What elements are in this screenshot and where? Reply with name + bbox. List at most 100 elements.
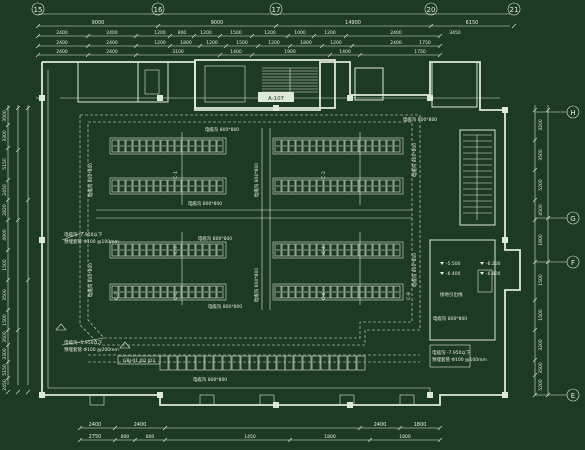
top-dim-r3-5: 1500 (236, 40, 248, 46)
axis-label-16: 16 (154, 6, 163, 14)
cabinet-unit (365, 243, 373, 257)
cabinet-unit (174, 179, 182, 193)
cabinet-unit (174, 285, 182, 299)
top-dim-r2-3: 800 (178, 30, 187, 36)
trench-label-row3: 电缆沟 800*800 (198, 235, 232, 242)
cabinet-row-2-right (272, 177, 404, 195)
cabinet-unit (302, 285, 310, 299)
top-dim-r4-2: 3100 (172, 49, 184, 55)
cabinet-unit (393, 179, 401, 193)
cabinet-unit (167, 139, 175, 153)
room-right-stair (459, 129, 496, 226)
cabinet-unit (386, 139, 394, 153)
cabinet-unit (132, 285, 140, 299)
cabinet-unit (132, 139, 140, 153)
trench-label-left-vert2: 电缆沟 800*800 (87, 263, 94, 297)
cabinet-unit (330, 179, 338, 193)
top-dim-r3-0: 2400 (56, 40, 68, 46)
axis-label-21: 21 (510, 6, 519, 14)
cabinet-unit (288, 139, 296, 153)
cabinet-unit (209, 179, 217, 193)
cabinet-tag-c2: C-2 (321, 171, 327, 179)
cabinet-unit (202, 179, 210, 193)
right-dim-label: 3200 (538, 339, 544, 351)
cabinet-unit (209, 243, 217, 257)
trench-label-right-vert: 电缆沟 800*800 (411, 143, 418, 177)
bottom-panel-unit (356, 355, 366, 371)
cabinet-unit (330, 243, 338, 257)
cabinet-unit (274, 243, 282, 257)
right-dim-label: 3500 (538, 149, 544, 161)
cabinet-tag-c1: C-1 (173, 171, 179, 179)
left-dim-label: 3300 (2, 348, 8, 360)
cabinet-unit (111, 179, 119, 193)
note-left2b: 预埋套管 Φ100 @200mm (64, 346, 119, 353)
cabinet-unit (323, 285, 331, 299)
trench-label-left-vert: 电缆沟 800*800 (87, 163, 94, 197)
axis-label-H: H (570, 109, 575, 117)
trench-label-mid-vert2: 电缆沟 800*800 (253, 268, 260, 302)
trench-labels: 电缆沟 800*800 电缆沟 800*800 电缆沟 800*800 电缆沟 … (87, 116, 467, 383)
note-left1b: 预埋套管 Φ100 @100mm (64, 238, 119, 245)
cabinet-unit (216, 285, 224, 299)
cabinet-tag-c8: C-8 (406, 292, 412, 300)
cabinet-unit (174, 243, 182, 257)
room-top-right2 (431, 61, 478, 108)
cabinet-unit (139, 139, 147, 153)
cabinet-unit (160, 179, 168, 193)
cabinet-unit (316, 179, 324, 193)
cabinet-unit (132, 179, 140, 193)
cabinet-unit (372, 179, 380, 193)
cabinet-unit (125, 243, 133, 257)
top-dimension-block: 15 16 17 20 21 9000 9000 14900 6150 2400… (31, 2, 521, 58)
cabinet-unit (379, 243, 387, 257)
top-dim-r2-2: 1200 (154, 30, 166, 36)
cabinet-unit (195, 139, 203, 153)
bottom-dim-r2-5: 1800 (399, 434, 411, 440)
cabinet-row-4-left (109, 283, 227, 301)
top-dim-r2-4: 1200 (200, 30, 212, 36)
cabinet-unit (351, 179, 359, 193)
cabinet-unit (288, 243, 296, 257)
cabinet-unit (309, 243, 317, 257)
cabinet-unit (337, 139, 345, 153)
top-dim-r4-1: 2400 (106, 49, 118, 55)
right-wing (429, 129, 496, 368)
level-mark-2: -6.400 (446, 271, 461, 277)
room-stair-core (194, 59, 336, 109)
cabinet-unit (372, 139, 380, 153)
column (273, 105, 279, 111)
note-right1b: 预埋套管 Φ100 @100mm (432, 356, 487, 363)
left-dim-label: 2450 (2, 379, 8, 391)
axis-bubble-21 (507, 2, 521, 16)
cabinet-unit (153, 139, 161, 153)
cabinet-unit (323, 243, 331, 257)
cabinet-unit (351, 285, 359, 299)
cabinet-unit (174, 139, 182, 153)
top-dim-r4-5: 1400 (339, 49, 351, 55)
right-dim-label: 3500 (538, 362, 544, 374)
bottom-panel-unit (222, 355, 232, 371)
cabinet-unit (202, 139, 210, 153)
axis-label-17: 17 (272, 6, 281, 14)
left-dim-label: 1500 (2, 314, 8, 326)
bottom-panel-unit (311, 355, 321, 371)
left-dim-label: 2450 (2, 184, 8, 196)
room-tag-box (258, 92, 294, 102)
cabinet-unit (337, 285, 345, 299)
cabinet-unit (393, 139, 401, 153)
left-dim-label: 5150 (2, 158, 8, 170)
column (157, 95, 163, 101)
bottom-dim-r2-4: 1800 (324, 434, 336, 440)
right-dimension-block: H G F E 32003500520045001800150015003200… (532, 105, 580, 402)
bottom-panel-unit (329, 355, 339, 371)
cabinet-unit (153, 285, 161, 299)
cabinet-tag-c5: C-5 (173, 292, 179, 300)
cabinet-row-1-left (109, 137, 227, 155)
cabinet-unit (118, 179, 126, 193)
cabinet-unit (202, 285, 210, 299)
cabinet-unit (181, 179, 189, 193)
level-marks: -5.500 -6.200 -6.400 -6.800 (440, 261, 501, 277)
cabinet-unit (146, 285, 154, 299)
column (157, 392, 163, 398)
